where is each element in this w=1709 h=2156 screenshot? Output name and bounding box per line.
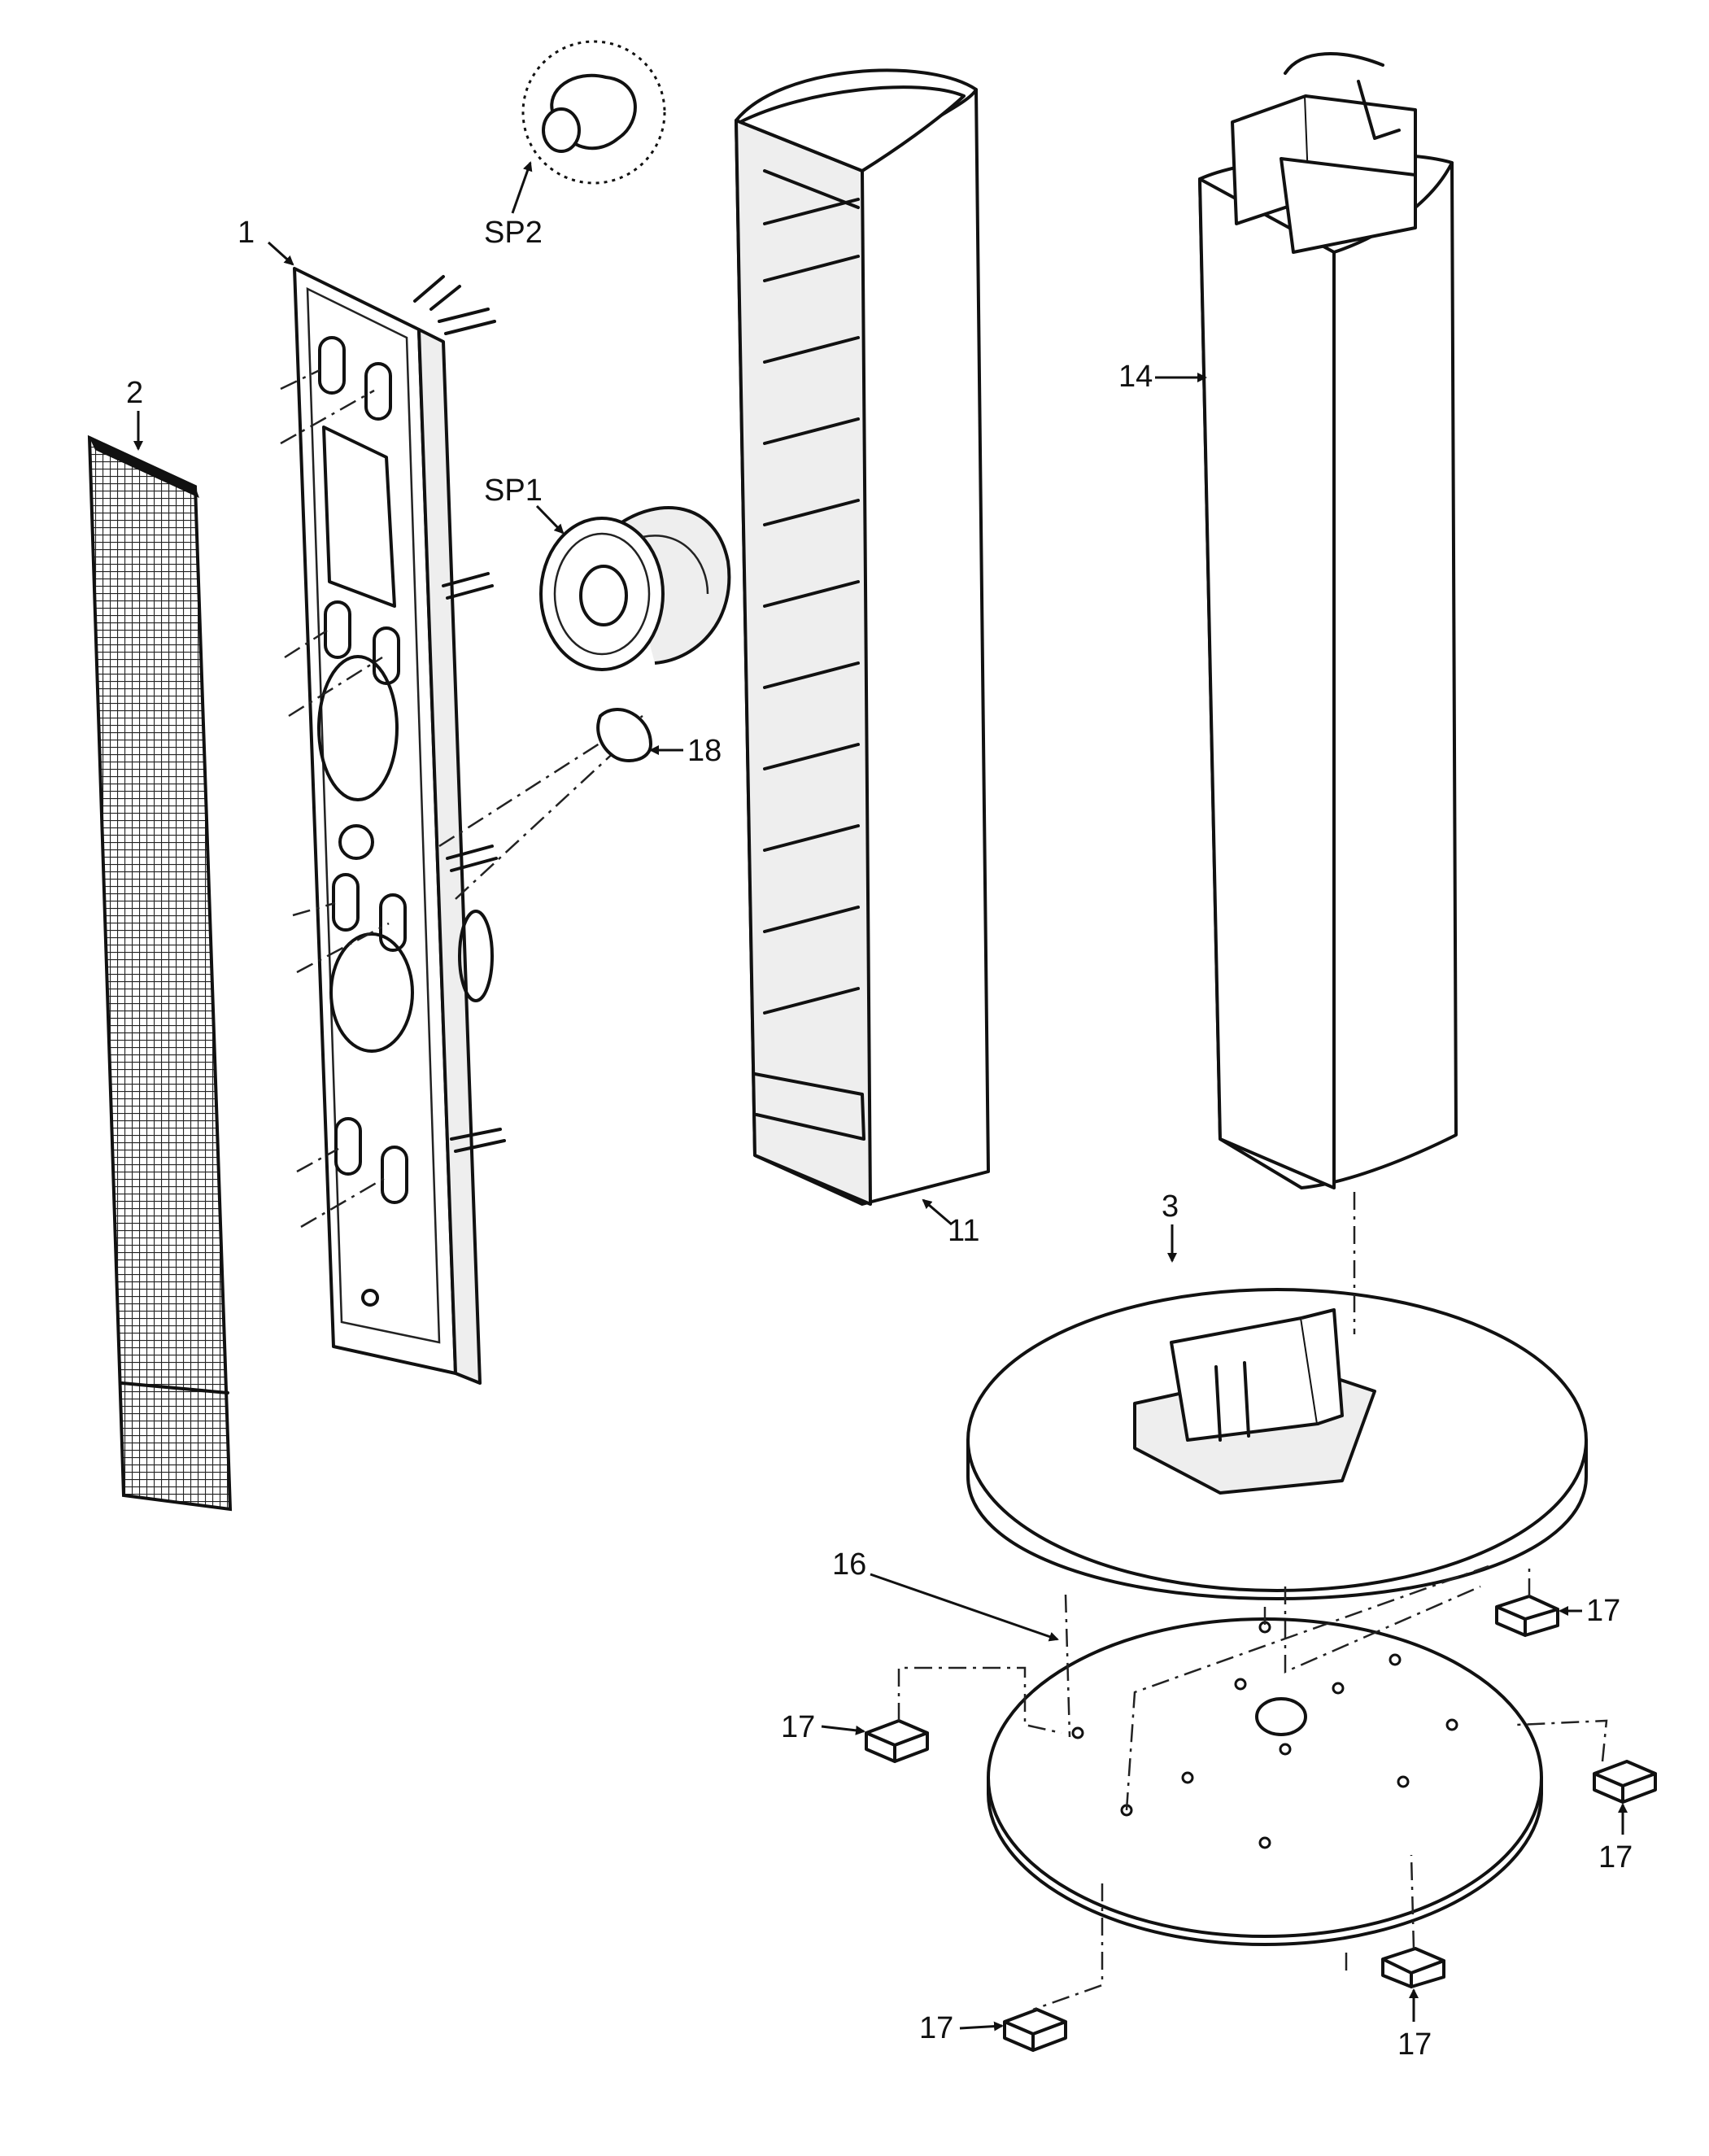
label-foot-bottom: 17 bbox=[1397, 2027, 1432, 2062]
label-enclosure: 11 bbox=[948, 1214, 979, 1248]
base-disc-part bbox=[987, 1617, 1543, 1946]
label-foot-right-top: 17 bbox=[1586, 1594, 1620, 1628]
tweeter-part bbox=[521, 40, 666, 185]
cap-part bbox=[596, 708, 652, 762]
label-woofer: SP1 bbox=[484, 474, 543, 508]
label-base-disc: 16 bbox=[832, 1547, 866, 1582]
rear-cover-part bbox=[1198, 52, 1458, 1189]
label-foot-bottom-left: 17 bbox=[919, 2011, 953, 2045]
assembly-lines bbox=[897, 1192, 1608, 2011]
label-base-plate: 3 bbox=[1162, 1189, 1179, 1224]
label-foot-right: 17 bbox=[1598, 1840, 1633, 1874]
front-baffle-part bbox=[280, 267, 643, 1385]
label-tweeter: SP2 bbox=[484, 216, 543, 250]
woofer-part bbox=[539, 506, 731, 671]
label-rear-cover: 14 bbox=[1118, 360, 1153, 394]
feet-parts bbox=[865, 1595, 1657, 2052]
label-cap: 18 bbox=[687, 734, 722, 768]
label-foot-left: 17 bbox=[781, 1710, 815, 1744]
callouts: 1 2 SP2 SP1 18 11 14 3 16 17 17 17 17 17 bbox=[126, 161, 1633, 2062]
grille-part bbox=[87, 434, 233, 1512]
base-plate-part bbox=[966, 1288, 1588, 1600]
label-grille: 2 bbox=[126, 376, 143, 410]
label-front-baffle: 1 bbox=[238, 216, 255, 250]
enclosure-part bbox=[735, 68, 990, 1206]
